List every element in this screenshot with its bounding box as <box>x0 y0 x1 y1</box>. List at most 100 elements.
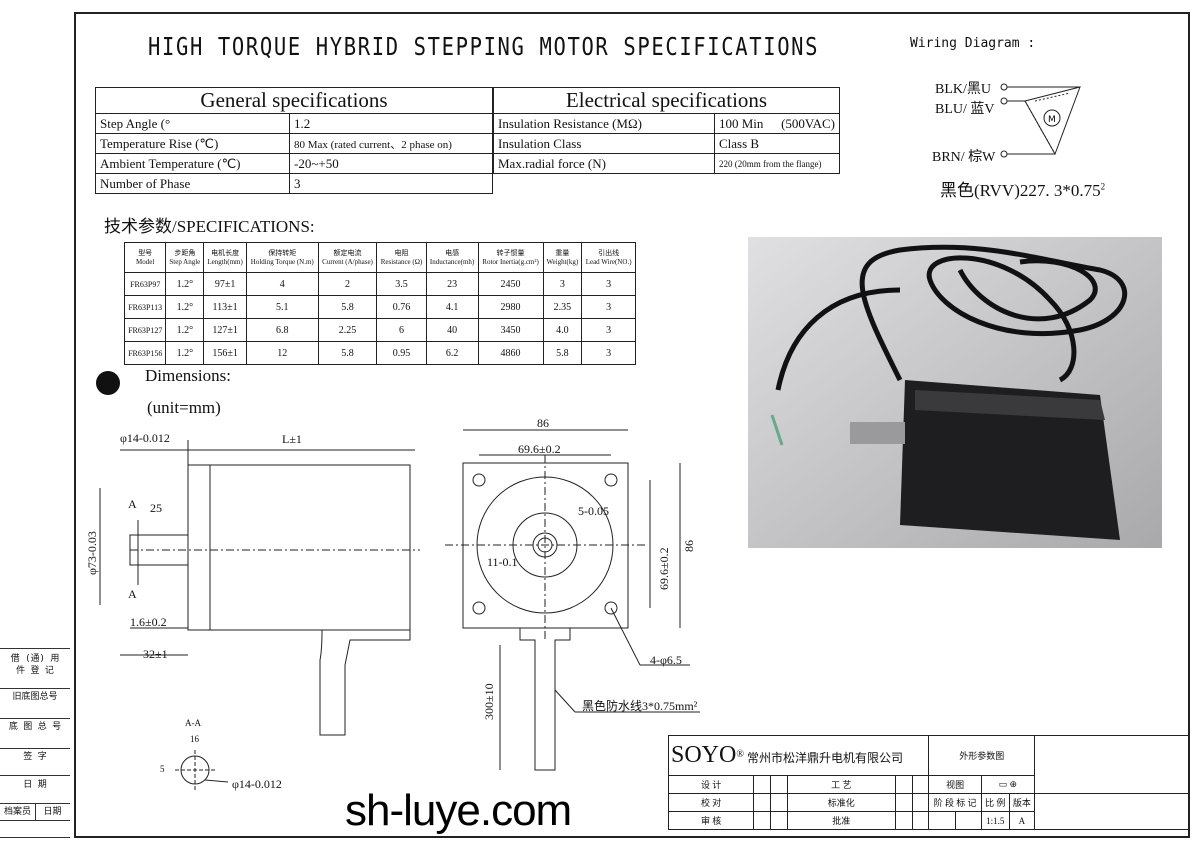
header-cn: 重量 <box>555 248 570 257</box>
dim-bolt-span: 69.6±0.2 <box>518 442 561 456</box>
spec-label: Max.radial force (N) <box>493 153 715 174</box>
dim-key-width: 5-0.05 <box>578 504 609 518</box>
section-dia: φ14-0.012 <box>232 777 282 791</box>
table-cell: 5.8 <box>542 341 583 365</box>
section-title: A-A <box>185 718 201 728</box>
label-scale: 比 例 <box>980 793 1010 812</box>
table-cell: 6.2 <box>425 341 479 365</box>
section-width: 16 <box>190 734 200 744</box>
table-cell: 4.1 <box>425 295 479 319</box>
label-version: 版本 <box>1008 793 1036 812</box>
table-cell: 1.2° <box>165 341 205 365</box>
lead-note: 黑色防水线3*0.75mm² <box>582 698 698 713</box>
spec-label: Insulation Resistance (MΩ) <box>493 113 715 134</box>
electrical-spec-table: Electrical specifications Insulation Res… <box>493 87 840 174</box>
cable-text: 黑色(RVV)227. 3*0.75 <box>940 181 1101 200</box>
stub-drawing-no: 底 图 总 号 <box>0 718 70 735</box>
spec-extra: (500VAC) <box>781 115 835 131</box>
label-stage: 阶 段 标 记 <box>928 793 982 812</box>
table-cell: FR63P127 <box>123 318 167 342</box>
dim-lead-length: 300±10 <box>482 683 496 720</box>
dim-flange-dia: φ73-0.03 <box>85 531 99 575</box>
header-en: Step Angle <box>169 257 201 266</box>
wire-w: BRN/ 棕W <box>932 150 996 165</box>
spec-value: 3 <box>289 173 493 194</box>
stub-old-drawing: 旧底图总号 <box>0 688 70 705</box>
bullet-icon <box>96 371 120 395</box>
dim-width: 86 <box>537 416 549 430</box>
dimensions-title: Dimensions: <box>145 366 231 385</box>
table-cell: 6.8 <box>245 318 319 342</box>
specs-title: 技术参数/SPECIFICATIONS: <box>104 217 315 236</box>
header-cn: 型号 <box>138 248 153 257</box>
section-height: 5 <box>160 764 165 774</box>
spec-value: 100 Min <box>719 115 764 131</box>
header-en: Current (A/phase) <box>322 257 373 266</box>
table-cell: 2980 <box>477 295 544 319</box>
label-view: 视图 <box>928 775 982 794</box>
table-cell: 12 <box>245 341 319 365</box>
stub-blank <box>0 820 70 838</box>
dimensions-unit: (unit=mm) <box>147 398 221 417</box>
table-cell: 1.2° <box>165 295 205 319</box>
motor-photo <box>748 237 1162 548</box>
stub-date: 日 期 <box>0 775 70 793</box>
company-name: 常州市松洋鼎升电机有限公司 <box>746 751 903 765</box>
drawing-frame <box>74 12 1190 838</box>
table-cell: 5.1 <box>245 295 319 319</box>
wiring-title: Wiring Diagram : <box>910 36 1036 51</box>
electrical-header: Electrical specifications <box>493 87 840 114</box>
table-cell: FR63P113 <box>123 295 167 319</box>
cable-spec: 黑色(RVV)227. 3*0.752 <box>940 176 1105 201</box>
watermark: sh-luye.com <box>345 786 572 835</box>
version-value: A <box>1008 811 1036 830</box>
dim-key: 25 <box>150 501 162 515</box>
stub-sign: 签 字 <box>0 748 70 765</box>
scale-value: 1:1.5 <box>980 811 1010 830</box>
section-mark-a2: A <box>128 587 137 601</box>
table-cell: 4.0 <box>542 318 583 342</box>
spec-value: 1.2 <box>289 113 493 134</box>
table-cell: 40 <box>425 318 479 342</box>
label-check: 校 对 <box>667 793 755 812</box>
header-en: Model <box>136 257 155 266</box>
header-en: Resistance (Ω) <box>380 257 423 266</box>
dim-length: L±1 <box>282 432 302 446</box>
table-cell: 2450 <box>477 272 544 296</box>
header-cn: 电阻 <box>394 248 409 257</box>
header-cn: 额定电流 <box>333 248 362 257</box>
dim-shaft-dia: φ14-0.012 <box>120 431 170 445</box>
title-block: SOYO® 常州市松洋鼎升电机有限公司 外形参数图 设 计 工 艺 视图 ▭ ⊕… <box>667 735 1190 830</box>
projection-icon: ▭ ⊕ <box>980 775 1036 794</box>
table-cell: 6 <box>376 318 427 342</box>
table-cell: 0.95 <box>376 341 427 365</box>
page-title: HIGH TORQUE HYBRID STEPPING MOTOR SPECIF… <box>148 32 820 61</box>
spec-value: -20~+50 <box>289 153 493 174</box>
table-cell: 3.5 <box>376 272 427 296</box>
table-cell: FR63P156 <box>123 341 167 365</box>
drawing-name: 外形参数图 <box>928 735 1035 776</box>
brand-logo: SOYO <box>671 742 737 768</box>
table-cell: 4860 <box>477 341 544 365</box>
table-cell: FR63P97 <box>123 272 167 296</box>
motor-body-side <box>187 464 411 631</box>
header-en: Holding Torque (N.m) <box>250 257 314 266</box>
stub-register: 借 (通) 用 件 登 记 <box>0 648 70 680</box>
dim-flat: 11-0.1 <box>487 555 518 569</box>
motor-symbol: M <box>1048 115 1056 125</box>
dim-holes: 4-φ6.5 <box>650 653 682 667</box>
header-cn: 电机长度 <box>211 248 240 257</box>
table-cell: 3 <box>581 341 636 365</box>
stub-archivist: 档案员日期 <box>0 803 70 821</box>
